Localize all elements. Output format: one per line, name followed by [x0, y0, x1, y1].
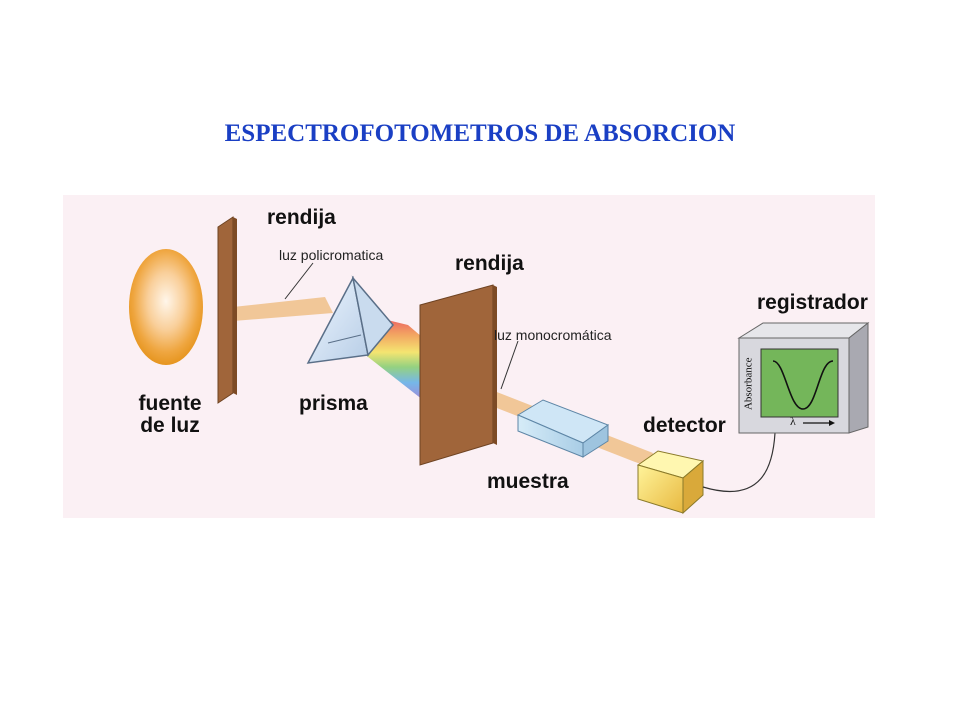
page-title: ESPECTROFOTOMETROS DE ABSORCION: [224, 120, 736, 147]
leader-polychromatic: [284, 262, 314, 300]
slit-1: [217, 216, 234, 404]
label-slit-1: rendija: [267, 206, 336, 229]
label-polychromatic-light: luz policromatica: [279, 247, 384, 263]
diagram-drawing: [129, 216, 870, 515]
label-monochromatic-light: luz monocromática: [494, 327, 612, 343]
label-light-source: fuente de luz: [138, 392, 202, 438]
polychromatic-beam: [233, 297, 333, 321]
label-slit-2: rendija: [455, 252, 524, 275]
detector-cable: [702, 432, 776, 493]
recorder-box: [737, 322, 870, 339]
label-recorder: registrador: [757, 291, 868, 314]
label-prism: prisma: [299, 392, 368, 415]
recorder-screen: [760, 348, 839, 418]
screen-x-axis-label: λ: [790, 414, 796, 428]
label-detector: detector: [643, 414, 726, 437]
spectrophotometer-diagram: rendija luz policromatica rendija regist…: [63, 195, 875, 518]
label-sample: muestra: [487, 470, 569, 493]
screen-y-axis-label: Absorbance: [742, 357, 755, 411]
light-source-bulb: [129, 249, 203, 365]
leader-monochromatic: [500, 340, 519, 390]
absorbance-curve: [772, 360, 834, 410]
slit-2: [419, 284, 494, 466]
